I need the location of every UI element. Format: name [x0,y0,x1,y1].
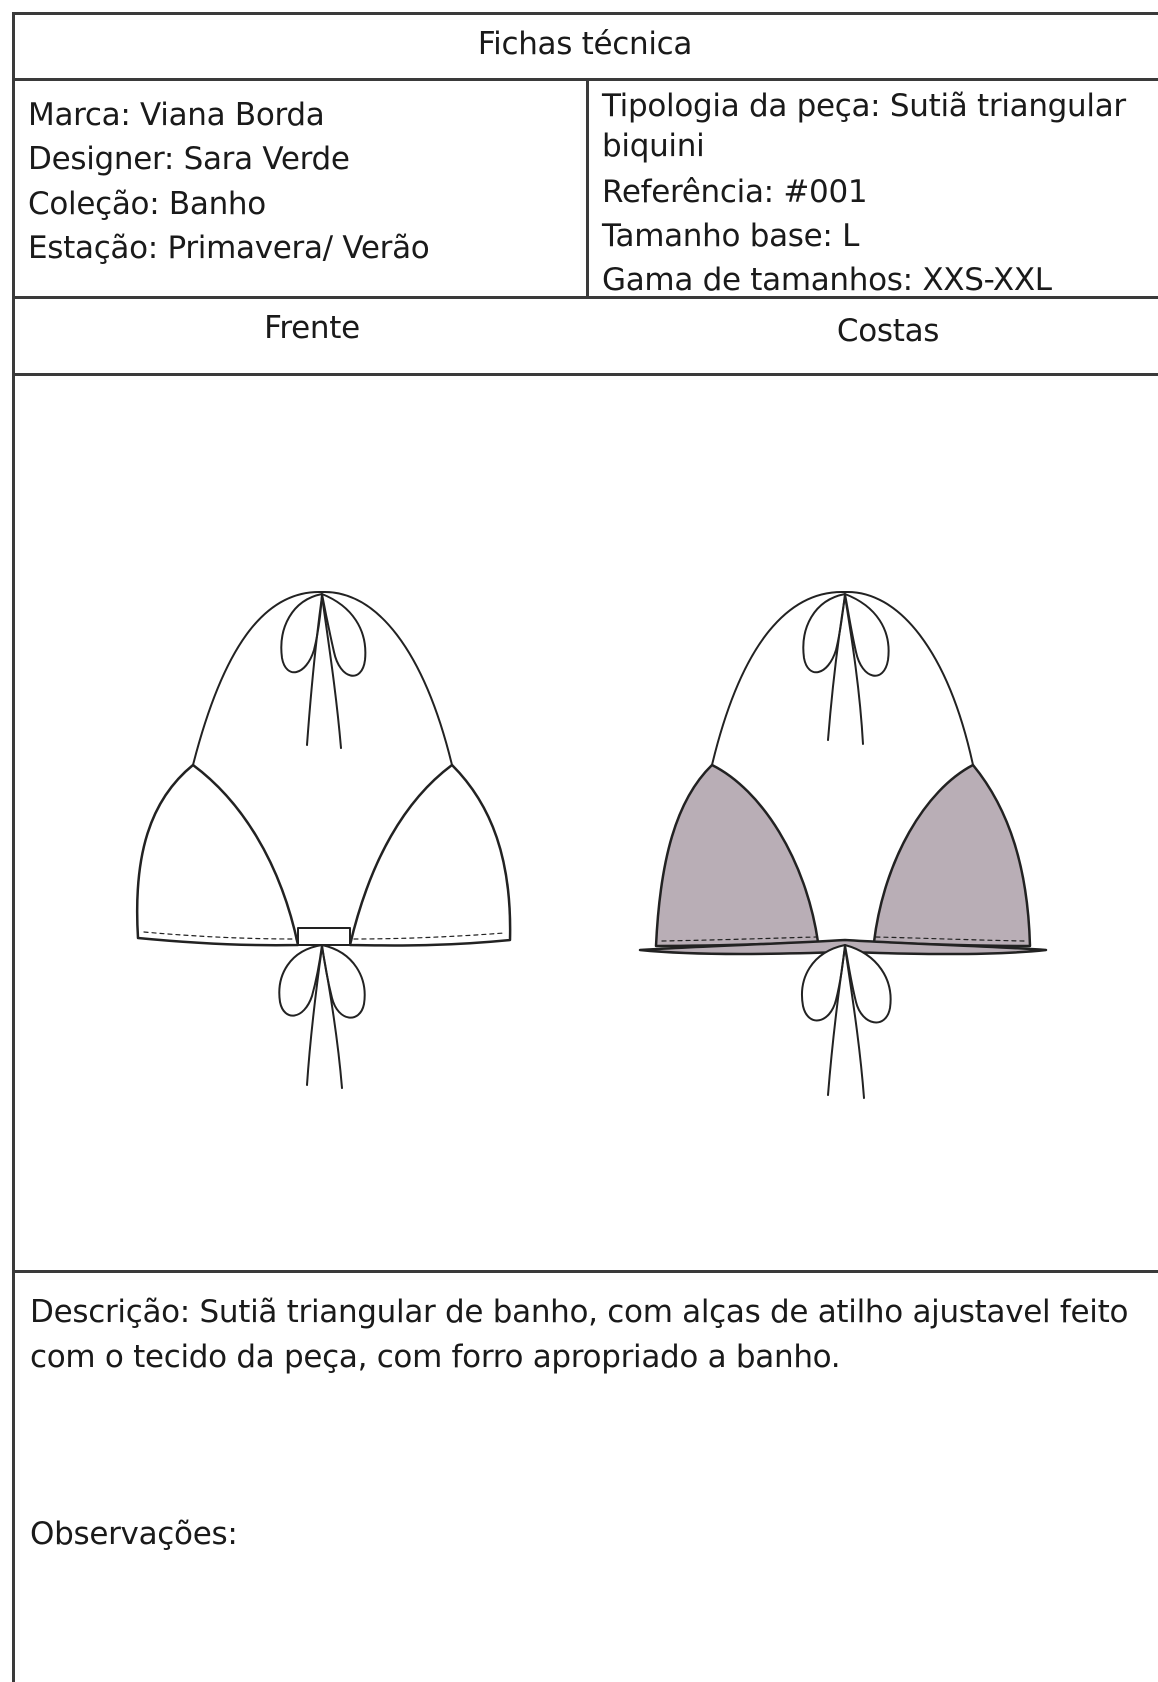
back-left-cup-stitch [661,936,817,942]
back-neck-strap [711,590,974,766]
back-right-cup [872,763,1032,948]
front-left-cup [135,763,300,947]
front-top-tie-right [321,595,342,749]
tech-sheet-frame [12,12,1158,1682]
rule-view-labels [12,373,1158,376]
back-bottom-bow-left-loop [801,944,846,1022]
brand-field: Marca: Viana Borda [28,97,325,133]
back-top-tie-left [827,595,846,741]
front-view-label: Frente [264,310,360,346]
reference-field: Referência: #001 [602,174,868,210]
typology-field: Tipologia da peça: Sutiã triangular [602,88,1126,124]
front-left-cup-stitch [143,931,297,940]
back-bottom-bow-right-loop [844,944,892,1024]
collection-field: Coleção: Banho [28,186,266,222]
back-top-tie-right [844,595,864,745]
description-line-2: com o tecido da peça, com forro apropria… [30,1339,841,1375]
front-bikini-top-drawing [135,590,512,1089]
designer-field: Designer: Sara Verde [28,141,350,177]
description-line-1: Descrição: Sutiã triangular de banho, co… [30,1294,1129,1330]
rule-header [12,78,1158,81]
back-right-cup-stitch [875,936,1025,942]
front-top-bow-right-loop [321,593,367,677]
info-divider [586,78,589,297]
size-range-field: Gama de tamanhos: XXS-XXL [602,262,1052,298]
season-field: Estação: Primavera/ Verão [28,230,430,266]
back-bikini-top-drawing [638,590,1048,1099]
front-right-cup-stitch [353,932,505,940]
back-bottom-tie-left [827,946,846,1096]
observations-label: Observações: [30,1516,238,1552]
front-bottom-bow-left-loop [278,944,323,1017]
front-bottom-tie-left [306,946,323,1086]
base-size-field: Tamanho base: L [602,218,860,254]
front-right-cup [348,763,512,947]
sheet-title: Fichas técnica [477,26,693,62]
front-bottom-tie-right [321,946,343,1089]
back-left-cup [654,763,820,948]
back-view-label: Costas [836,313,940,349]
front-top-bow-left-loop [280,593,323,674]
front-neck-strap [192,590,453,766]
rule-drawings [12,1270,1158,1273]
back-bottom-tie-right [844,946,865,1099]
rule-info [12,296,1158,299]
front-center-band [297,927,351,946]
front-top-tie-left [306,595,323,746]
typology-field-cont: biquini [602,128,705,164]
